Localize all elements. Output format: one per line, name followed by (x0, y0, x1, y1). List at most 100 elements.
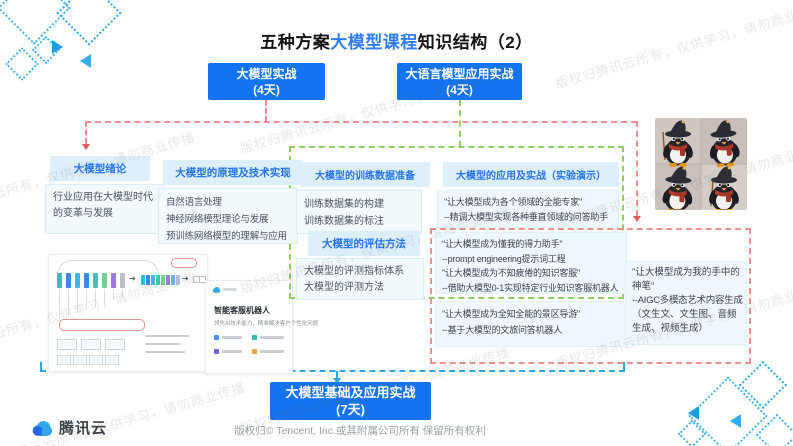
diagram-bar (102, 273, 107, 288)
feature-text-placeholder (260, 350, 284, 353)
diagram-line (104, 289, 105, 304)
slide-thumbnail-transformer: ➜ ➜ (48, 254, 208, 372)
feature-text-placeholder (260, 336, 284, 339)
diagram-line (68, 289, 69, 316)
use-case-line: "让大模型成为全知全能的景区导游" (442, 309, 580, 319)
course-name: 大语言模型应用实战 (405, 66, 514, 81)
panel-evaluation: 大模型的评测指标体系 大模型的评测方法 (296, 258, 424, 300)
connector-green-vertical (459, 100, 461, 147)
label-pill (59, 319, 145, 331)
mini-box (81, 339, 101, 350)
use-case-line: （文生文、文生图、音频生成、视频生成） (632, 309, 737, 334)
title-prefix: 五种方案 (260, 33, 331, 52)
diagram-cell (176, 275, 180, 285)
triangle-decoration (80, 54, 91, 68)
feature-text-placeholder (222, 350, 242, 353)
diagram-line (59, 289, 60, 319)
mini-box (105, 355, 119, 365)
arrow-down-icon (82, 144, 90, 150)
course-duration: (4天) (253, 82, 280, 97)
brand-name: 腾讯云 (59, 420, 108, 437)
panel-principle: 自然语言处理 神经网络模型理论与发展 预训练网络模型的理解与应用 (158, 188, 298, 244)
panel-data-prep: 训练数据集的构建 训练数据集的标注 (296, 190, 422, 234)
diagram-bar (75, 273, 80, 288)
diagram-cell (141, 275, 145, 285)
diagram-line (113, 289, 114, 301)
connector-blue-horizontal (40, 370, 625, 372)
page-title: 五种方案大模型课程知识结构（2） (0, 28, 793, 53)
arc-decoration (57, 260, 159, 275)
slide-subtitle: 领先AI技术能力，精准解决客户个性化问题 (214, 321, 319, 327)
diagram-bar (93, 273, 98, 288)
panel-item: "让大模型成为各个领域的全能专家" (444, 197, 582, 207)
diagram-line (95, 289, 96, 307)
course-name: 大模型实战 (236, 66, 297, 81)
use-case-line: "让大模型成为不知疲倦的知识客服" (442, 268, 580, 278)
use-case-line: "让大模型成为懂我的得力助手" (442, 239, 563, 249)
title-highlight: 大模型课程 (330, 33, 418, 52)
label-pill (171, 258, 197, 268)
feature-text-placeholder (222, 336, 242, 339)
connector-red-drop-intro (85, 121, 87, 144)
panel-application: "让大模型成为各个领域的全能专家" --精调大模型实现各种垂直领域的问答助手 (437, 190, 619, 228)
diagram-square (199, 276, 206, 283)
triangle-decoration (730, 414, 741, 428)
feature-icon (214, 349, 219, 354)
course-name: 大模型基础及应用实战 (285, 385, 416, 400)
diagram-line (86, 289, 87, 310)
course-box-jichu-yingyong: 大模型基础及应用实战 (7天) (270, 382, 431, 420)
panel-item: 预训练网络模型的理解与应用 (166, 231, 287, 242)
diagram-bar (84, 273, 89, 288)
copyright-text: 版权归© Tencent, Inc.或其附属公司所有 保留所有权利 (234, 425, 486, 437)
arrow-right-icon: ➜ (129, 274, 136, 283)
panel-use-cases-2: "让大模型成为全知全能的景区导游" --基于大模型的文旅问答机器人 (435, 301, 627, 347)
triangle-decoration (688, 406, 699, 420)
mini-box (73, 355, 87, 365)
course-duration: (7天) (336, 402, 365, 417)
connector-blue-drop (336, 371, 338, 379)
formula-line (145, 351, 185, 353)
triangle-decoration (52, 40, 63, 54)
diagram-cell (146, 275, 150, 285)
arrow-down-icon (333, 378, 341, 384)
diagram-line (122, 289, 123, 298)
chip-data-prep: 大模型的训练数据准备 (300, 162, 430, 187)
mini-box (105, 339, 125, 350)
feature-icon (214, 335, 219, 340)
panel-item: 大模型的评测方法 (304, 282, 384, 293)
diagram-bar (120, 273, 125, 288)
connector-blue-tick-left (40, 362, 42, 371)
qq-penguin-image (655, 118, 747, 210)
tencent-cloud-logo-icon (32, 421, 53, 436)
panel-item: --精调大模型实现各种垂直领域的问答助手 (444, 211, 608, 222)
course-box-damoxing-shizhan: 大模型实战 (4天) (208, 63, 325, 100)
diagram-bar (57, 273, 62, 288)
tencent-cloud-mini-logo-icon (212, 287, 221, 293)
formula-line (145, 343, 181, 345)
use-case-line: "让大模型成为我的手中的神笔" (632, 267, 740, 292)
formula-line (145, 335, 189, 337)
panel-item: 训练数据集的构建 (304, 199, 384, 210)
panel-item: 训练数据集的标注 (304, 216, 384, 227)
slide-thumbnail-chatbot: 智能客服机器人 领先AI技术能力，精准解决客户个性化问题 (205, 280, 318, 374)
course-box-dayuyan-yingyong: 大语言模型应用实战 (4天) (397, 63, 522, 100)
logo-text-placeholder (223, 288, 237, 291)
use-case-line: --prompt engineering提示词工程 (442, 253, 566, 264)
mini-box (89, 355, 103, 365)
mini-box (57, 339, 77, 350)
title-suffix: 知识结构（2） (417, 33, 533, 52)
arrow-down-icon (633, 216, 641, 222)
use-case-line: --基于大模型的文旅问答机器人 (442, 325, 562, 335)
chip-principle: 大模型的原理及技术实现 (163, 160, 303, 185)
panel-item: 自然语言处理 (166, 197, 222, 208)
panel-item: 大模型的评测指标体系 (304, 266, 404, 277)
diagram-bar (111, 273, 116, 288)
arrow-right-icon: ➜ (182, 274, 189, 283)
mini-box (57, 355, 71, 365)
feature-icon (252, 335, 257, 340)
chip-application: 大模型的应用及实战（实验演示） (443, 162, 619, 187)
tencent-cloud-brand: 腾讯云 (28, 417, 107, 438)
connector-red-vertical-left (265, 100, 267, 122)
use-case-line: --AIGC多模态艺术内容生成 (632, 295, 743, 306)
